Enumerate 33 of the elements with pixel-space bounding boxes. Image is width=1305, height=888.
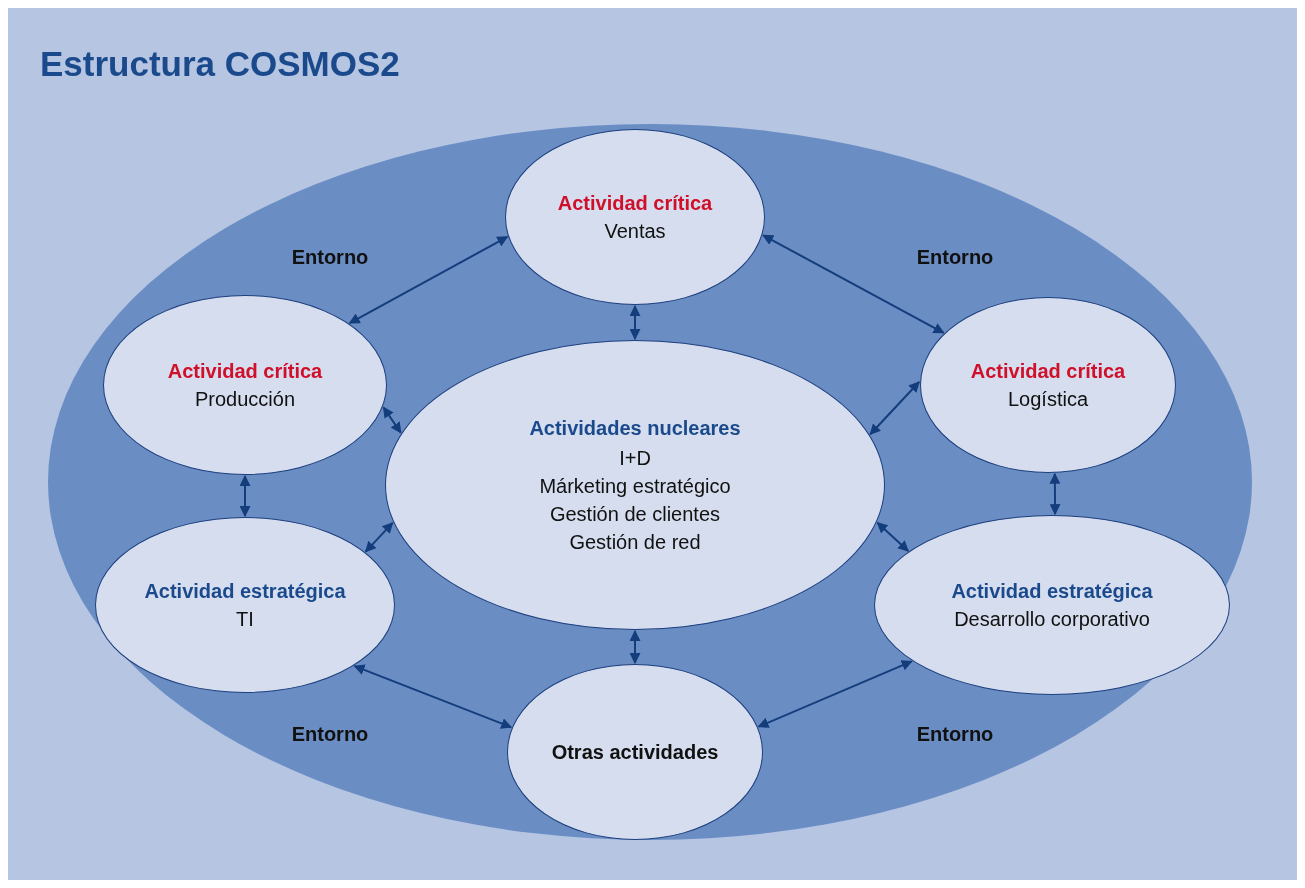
activity-text: I+D bbox=[619, 446, 651, 471]
title: Estructura COSMOS2 bbox=[40, 44, 400, 84]
activity-text: Producción bbox=[194, 387, 296, 412]
activity-text: Desarrollo corporativo bbox=[954, 607, 1150, 632]
activity-text: Márketing estratégico bbox=[539, 474, 731, 499]
activity-heading: Actividad crítica bbox=[970, 359, 1126, 384]
activity-text: Gestión de red bbox=[569, 530, 701, 555]
activity-text: TI bbox=[236, 607, 254, 632]
region-label: Entorno bbox=[916, 245, 994, 269]
activity-text: Logística bbox=[1007, 387, 1089, 412]
activity-heading: Actividades nucleares bbox=[529, 416, 741, 441]
double-arrow bbox=[353, 664, 513, 729]
double-arrow bbox=[1049, 472, 1061, 516]
double-arrow bbox=[382, 406, 402, 434]
double-arrow bbox=[757, 660, 913, 728]
double-arrow bbox=[876, 521, 910, 552]
double-arrow bbox=[364, 521, 394, 553]
double-arrow bbox=[239, 474, 251, 518]
activity-heading: Actividad crítica bbox=[557, 191, 713, 216]
double-arrow bbox=[762, 234, 945, 334]
activity-text: Gestión de clientes bbox=[549, 502, 721, 527]
activity-text: Ventas bbox=[604, 219, 666, 244]
activity-heading: Actividad estratégica bbox=[144, 579, 346, 604]
activity-heading: Otras actividades bbox=[551, 740, 719, 765]
activity-heading: Actividad crítica bbox=[167, 359, 323, 384]
region-label: Entorno bbox=[291, 245, 369, 269]
region-label: Entorno bbox=[291, 722, 369, 746]
double-arrow bbox=[629, 304, 641, 341]
double-arrow bbox=[869, 381, 921, 436]
activity-heading: Actividad estratégica bbox=[951, 579, 1153, 604]
region-label: Entorno bbox=[916, 722, 994, 746]
double-arrow bbox=[348, 235, 509, 325]
double-arrow bbox=[629, 629, 641, 665]
